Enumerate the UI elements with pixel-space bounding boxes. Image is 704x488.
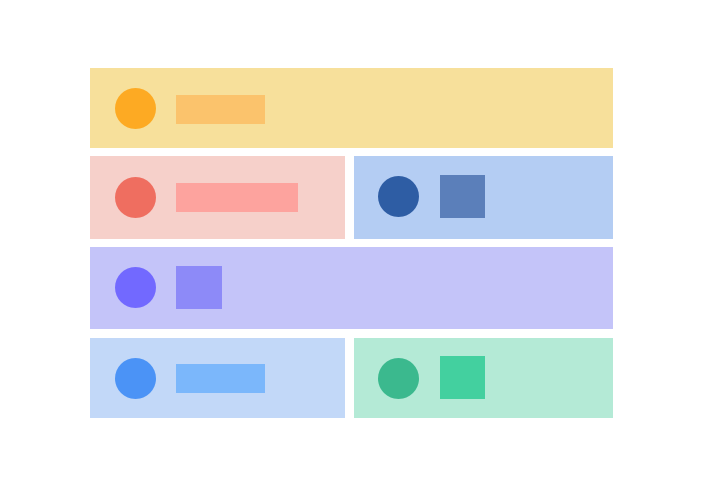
square-icon bbox=[176, 266, 222, 309]
panel-row-4-left bbox=[90, 338, 345, 418]
bar-icon bbox=[176, 95, 265, 124]
circle-icon bbox=[115, 88, 156, 129]
panel-row-2-right bbox=[354, 156, 613, 239]
circle-icon bbox=[378, 176, 419, 217]
bar-icon bbox=[176, 364, 265, 393]
panel-row-1-full bbox=[90, 68, 613, 148]
bar-icon bbox=[176, 183, 298, 212]
circle-icon bbox=[115, 358, 156, 399]
panel-row-3-full bbox=[90, 247, 613, 329]
circle-icon bbox=[115, 177, 156, 218]
circle-icon bbox=[378, 358, 419, 399]
circle-icon bbox=[115, 267, 156, 308]
panel-row-4-right bbox=[354, 338, 613, 418]
panel-row-2-left bbox=[90, 156, 345, 239]
square-icon bbox=[440, 175, 485, 218]
square-icon bbox=[440, 356, 485, 399]
